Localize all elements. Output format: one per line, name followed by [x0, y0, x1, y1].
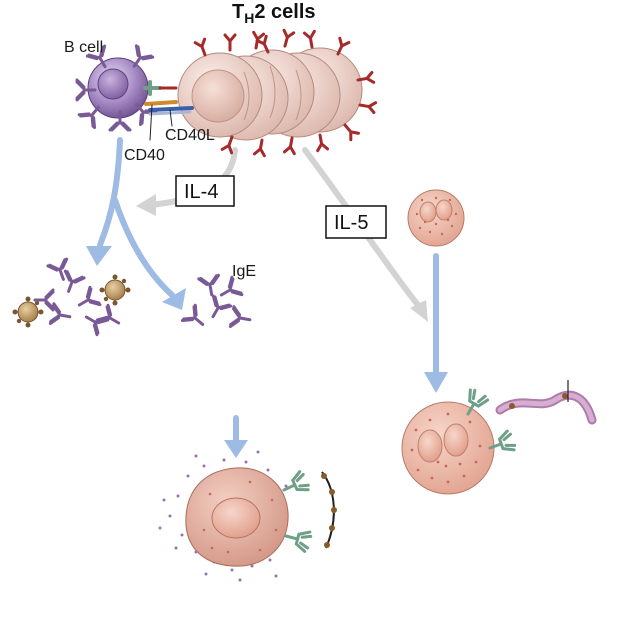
- ige-label: IgE: [232, 263, 256, 280]
- cd40-label: CD40: [124, 147, 165, 164]
- il4-box: IL-4: [175, 175, 235, 207]
- eosinophil-precursor: [407, 189, 465, 247]
- mast-cell: [158, 450, 337, 582]
- diagram-title: TH2 cells: [232, 1, 316, 26]
- allergen: [12, 296, 44, 328]
- allergen: [99, 274, 131, 306]
- il5-label: IL-5: [334, 212, 368, 234]
- b-cell: [75, 44, 158, 132]
- b-cell-branch-arrow: [112, 197, 175, 298]
- b-cell-main-arrow: [97, 137, 123, 248]
- b-cell-label: B cell: [64, 39, 103, 56]
- gray-arrowheads: [136, 194, 428, 322]
- il4-label: IL-4: [184, 181, 218, 203]
- immune-synapse: [143, 80, 194, 141]
- bound-antigen-chain: [321, 471, 337, 549]
- blue-arrows: [97, 137, 439, 443]
- allergen-antibody-complexes: [12, 257, 131, 337]
- eosinophil: [401, 386, 518, 495]
- il5-box: IL-5: [325, 205, 387, 239]
- blue-arrowheads: [86, 246, 448, 458]
- parasite-worm: [495, 380, 597, 425]
- cd40l-label: CD40L: [165, 127, 215, 144]
- th2-cells: [177, 28, 378, 158]
- ige-antibodies-right: [180, 273, 254, 334]
